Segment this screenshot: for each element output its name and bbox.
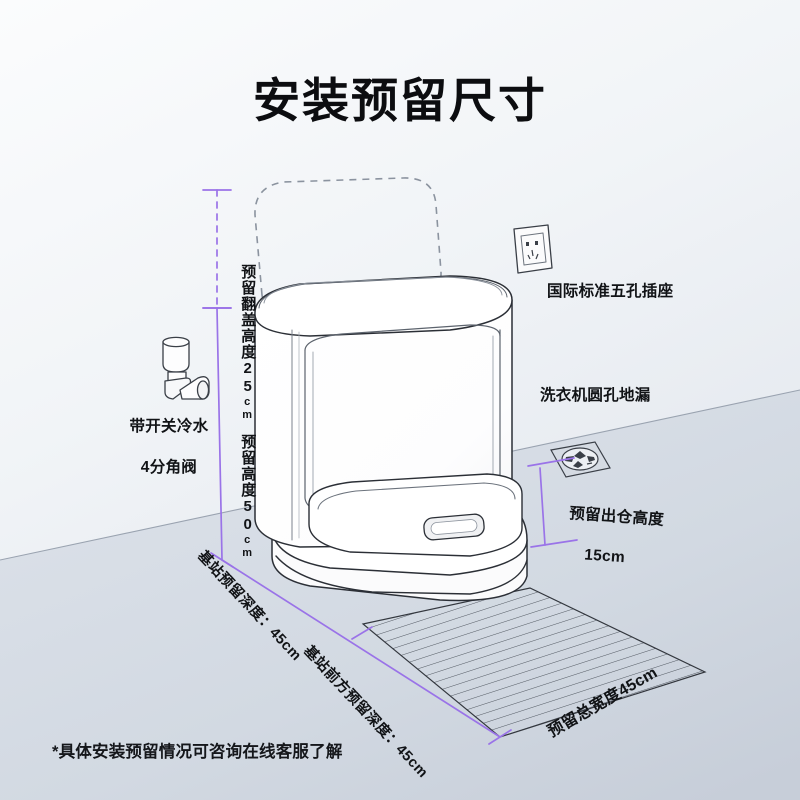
valve-label-line2: 4分角阀 — [140, 459, 198, 477]
dimension-bay-height — [527, 457, 578, 548]
angle-valve-icon — [162, 336, 210, 400]
annotation-valve: 带开关冷水 4分角阀 — [111, 397, 208, 499]
dimension-total-height — [202, 307, 232, 561]
dimension-label-total-height: 预留高度50cm — [222, 362, 273, 560]
page-title: 安装预留尺寸 — [253, 74, 547, 127]
bay-height-value: 15cm — [583, 546, 626, 567]
floor-drain-icon — [550, 441, 611, 478]
wall-socket-icon — [513, 224, 553, 274]
total-height-unit: cm — [241, 534, 254, 560]
footnote-text: *具体安装预留情况可咨询在线客服了解 — [52, 743, 343, 761]
total-height-text: 预留高度 — [239, 434, 257, 498]
lid-height-unit: cm — [241, 396, 254, 422]
annotation-drain: 洗衣机圆孔地漏 — [540, 387, 651, 404]
lid-height-value: 25 — [239, 360, 257, 396]
lid-height-text: 预留翻盖高度 — [239, 264, 257, 360]
dimension-lines — [202, 189, 578, 745]
bay-height-text: 预留出仓高度 — [568, 505, 665, 529]
dimension-depth-line — [210, 552, 512, 745]
dimension-label-bay-height: 预留出仓高度 15cm — [545, 483, 666, 611]
dimension-label-lid-height: 预留翻盖高度25cm — [222, 192, 273, 422]
valve-label-line1: 带开关冷水 — [129, 418, 209, 436]
annotation-socket: 国际标准五孔插座 — [547, 283, 674, 300]
total-height-value: 50 — [239, 498, 257, 534]
robot-base-station-icon — [254, 275, 528, 602]
